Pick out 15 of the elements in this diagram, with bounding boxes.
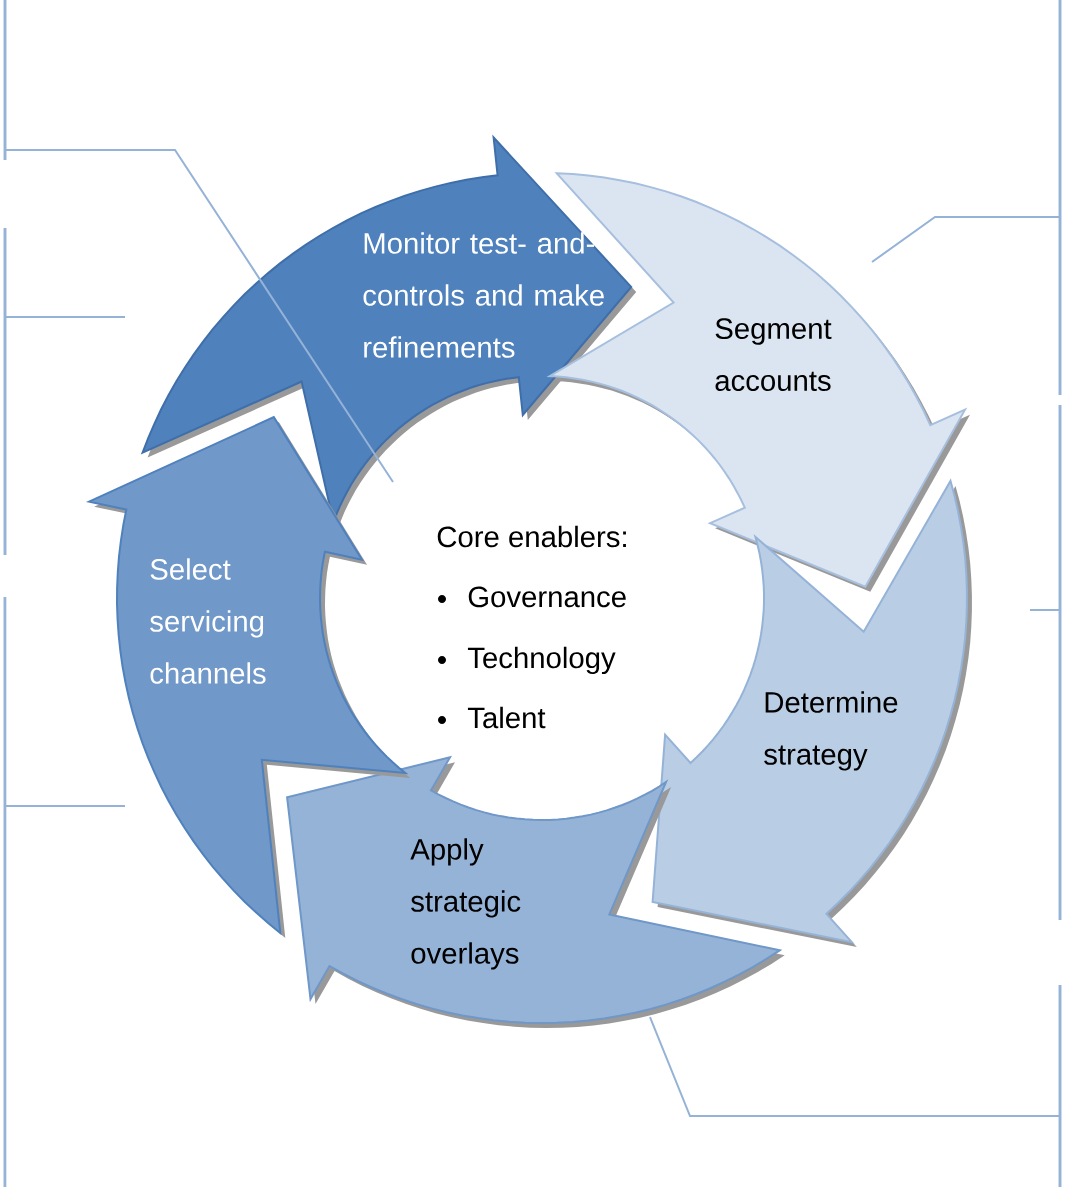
bracket-line [1058,0,1062,395]
cycle-step: Select servicing channels [85,415,411,938]
leader-line [4,149,394,483]
leader-line [649,1016,1061,1117]
bullet-item: Talent [438,706,546,729]
leader-line [1029,609,1061,611]
leader-line [4,805,126,807]
bracket-line [3,0,7,160]
bracket-line [1058,985,1062,1187]
bracket-line [3,597,7,1187]
bracket-line [3,228,7,555]
leader-line [4,316,126,318]
bullet-item: Technology [438,646,616,675]
bracket-line [1058,405,1062,920]
leader-line [871,216,1061,263]
